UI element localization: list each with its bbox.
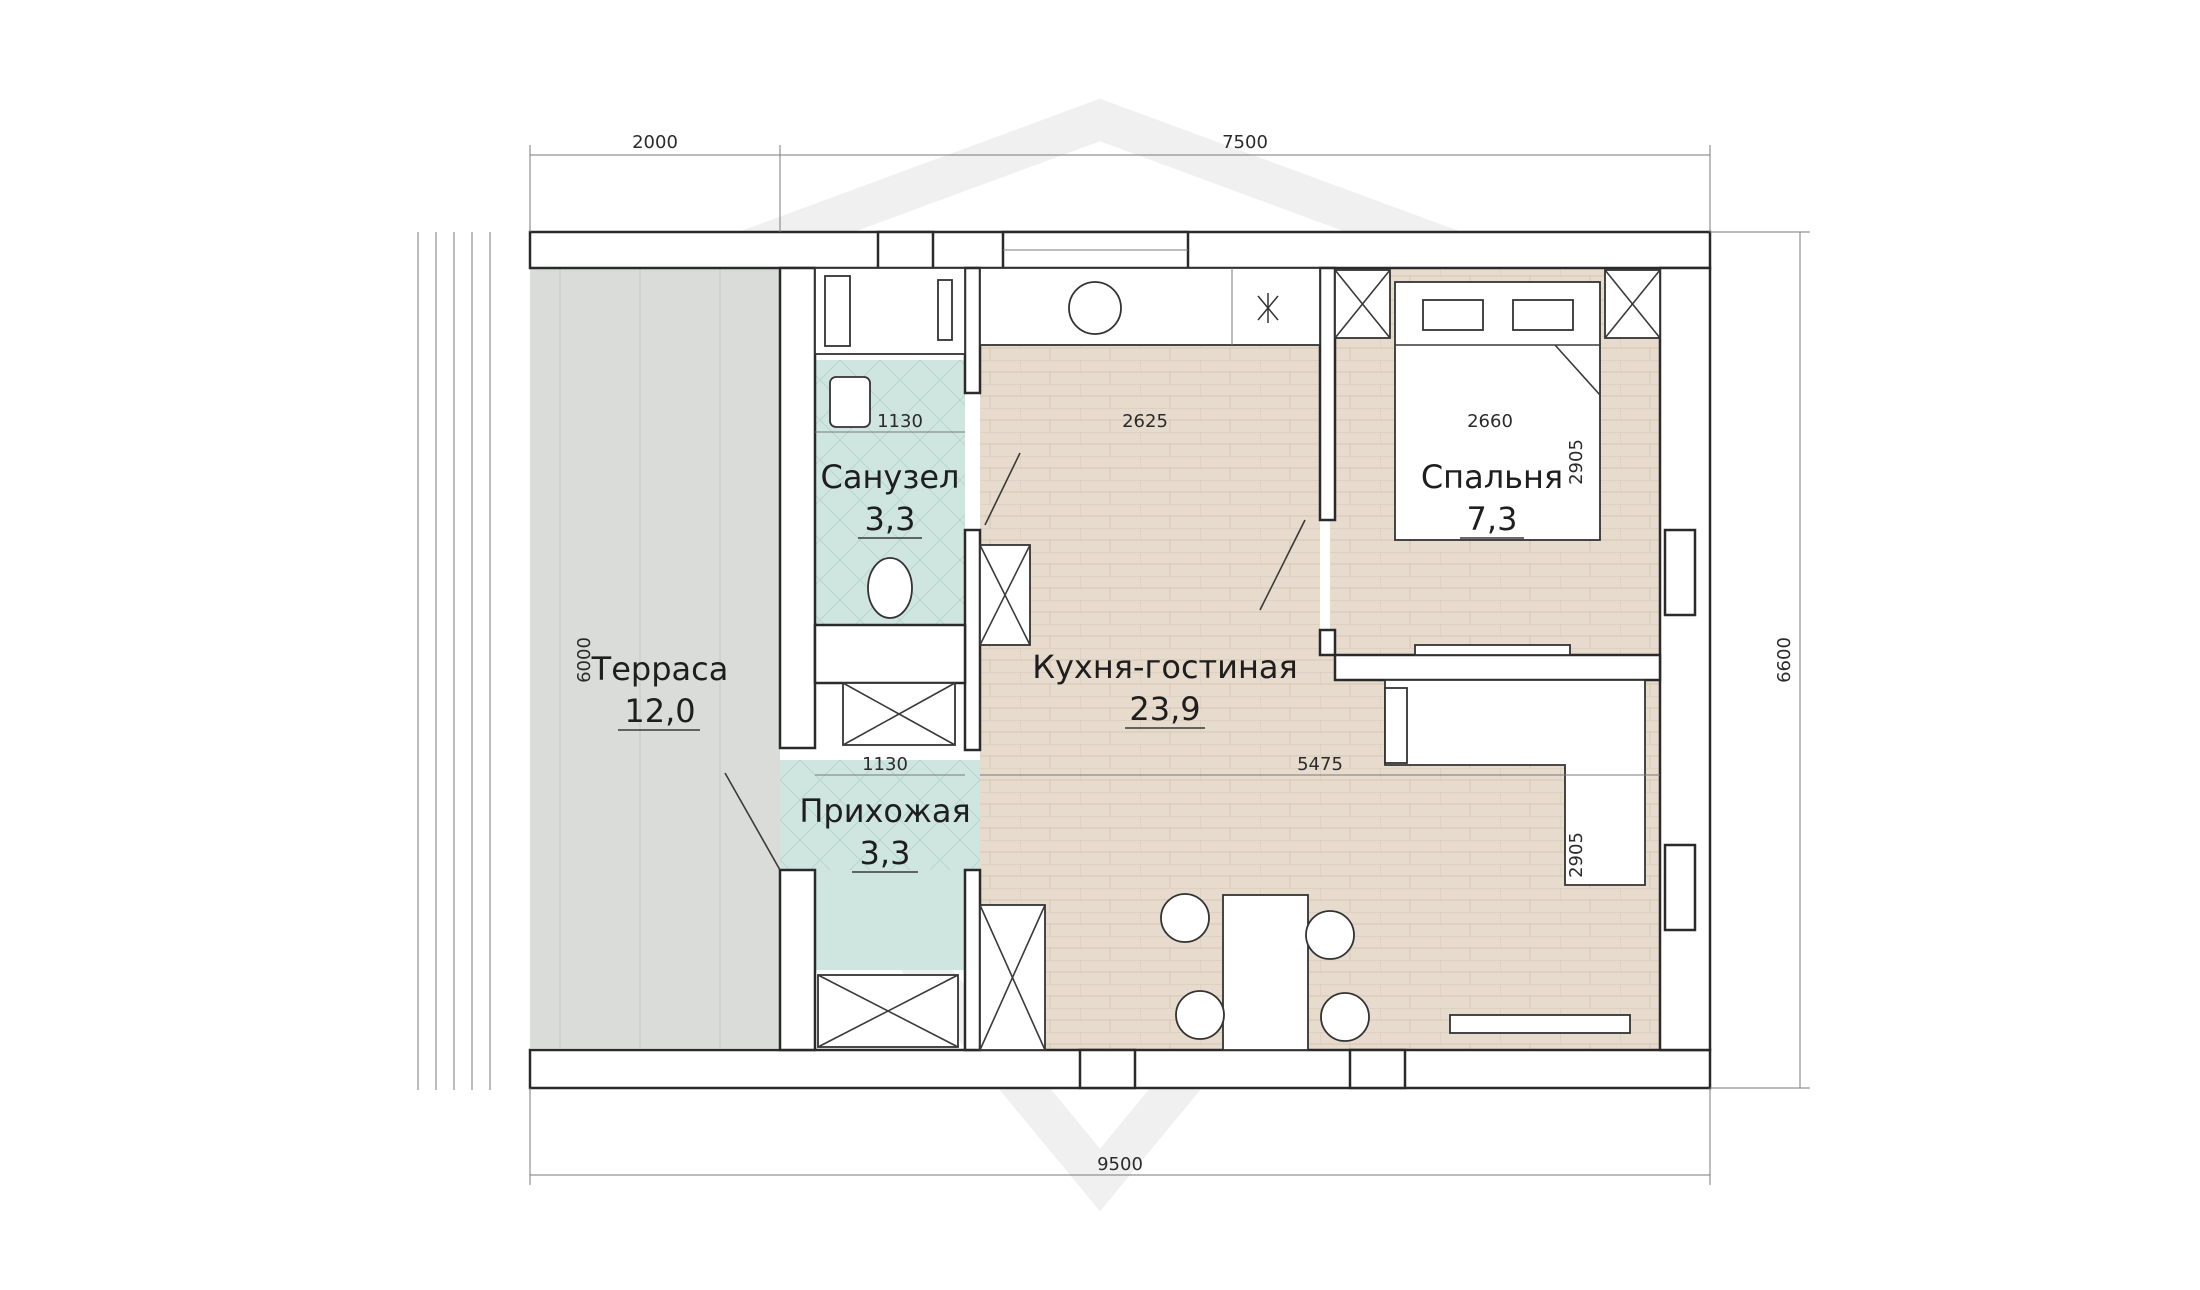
room-name-terrace: Терраса [591, 650, 729, 688]
hall-floor-lower [815, 870, 965, 970]
dim-kitchen-upper: 2625 [1122, 411, 1168, 432]
dim-house-width: 7500 [1222, 132, 1268, 153]
room-name-bathroom: Санузел [821, 458, 960, 496]
dim-kitchen-depth: 2905 [1566, 832, 1587, 878]
dim-total-height: 6600 [1774, 637, 1795, 683]
terrace [417, 232, 781, 1090]
kitchen-cabinets [979, 544, 1046, 1051]
room-area-bedroom: 7,3 [1467, 500, 1518, 538]
room-area-kitchen: 23,9 [1129, 690, 1200, 728]
dim-bedroom-depth: 2905 [1566, 439, 1587, 485]
stove-icon [1257, 293, 1279, 323]
room-name-kitchen: Кухня-гостиная [1032, 648, 1298, 686]
room-name-bedroom: Спальня [1421, 458, 1563, 496]
dining-set [1160, 893, 1631, 1051]
bedroom-furniture [1334, 269, 1661, 656]
room-name-hall: Прихожая [799, 792, 970, 830]
room-area-terrace: 12,0 [624, 692, 695, 730]
dim-total-width: 9500 [1097, 1154, 1143, 1175]
interior-walls [813, 266, 1662, 1052]
dim-bedroom-width: 2660 [1467, 411, 1513, 432]
sofa-icon [1384, 679, 1646, 886]
dining-table-icon [1222, 894, 1309, 1051]
tv-unit-icon [1449, 1014, 1631, 1034]
room-area-bathroom: 3,3 [865, 500, 916, 538]
room-area-hall: 3,3 [860, 834, 911, 872]
terrace-floor [530, 268, 780, 1048]
dimension-lines [529, 145, 1810, 1185]
kitchen-counter [979, 267, 1321, 346]
bathroom-fixtures [814, 267, 966, 619]
hall-wardrobe [817, 682, 959, 1048]
hall-floor [780, 760, 980, 870]
dim-hall-width: 1130 [862, 754, 908, 775]
toilet-icon [867, 557, 913, 619]
dim-kitchen-lower: 5475 [1297, 754, 1343, 775]
terrace-steps [417, 232, 491, 1090]
windows [876, 230, 1697, 1090]
sink-icon [1068, 281, 1122, 335]
kitchen-floor-upper [980, 345, 1320, 655]
dim-terrace-width: 2000 [632, 132, 678, 153]
dim-bathroom-width: 1130 [877, 411, 923, 432]
washbasin-icon [829, 376, 871, 428]
dim-terrace-height: 6000 [574, 637, 595, 683]
